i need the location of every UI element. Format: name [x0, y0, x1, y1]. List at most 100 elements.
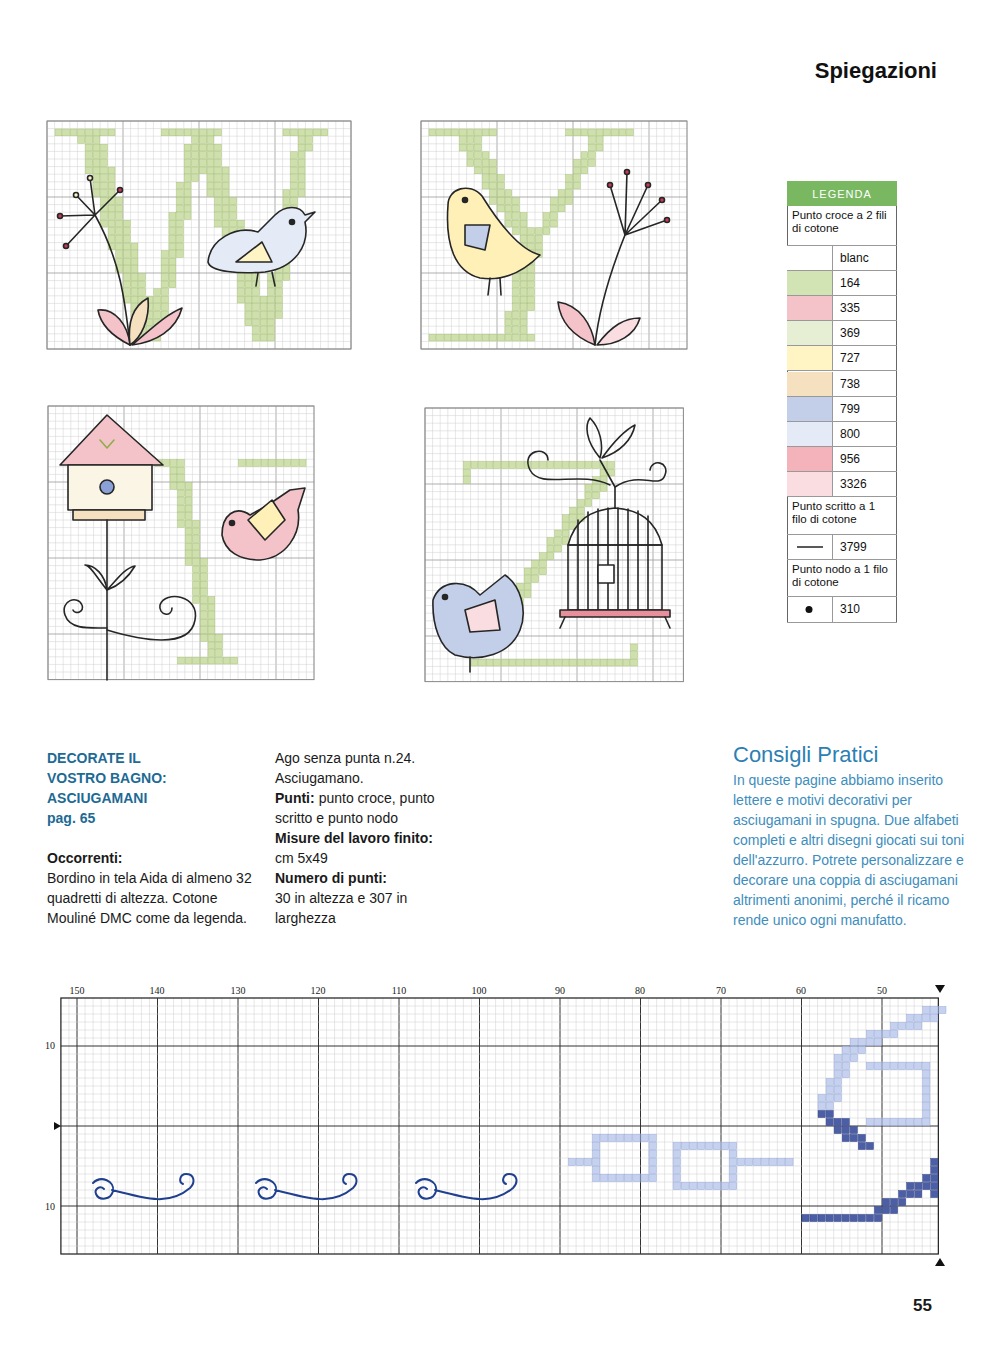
cross-stitch — [139, 273, 146, 280]
stitched-cells — [568, 1006, 946, 1189]
cross-stitch — [116, 213, 123, 220]
cross-stitch — [185, 558, 192, 565]
scale-number: 10 — [45, 1040, 55, 1052]
cross-stitch — [199, 137, 206, 144]
cross-stitch — [429, 129, 436, 136]
cross-stitch — [570, 507, 577, 514]
cross-stitch — [161, 304, 168, 311]
cross-stitch — [108, 205, 115, 212]
cross-stitch — [292, 460, 299, 467]
grid-line — [421, 326, 687, 327]
cross-stitch — [108, 182, 115, 189]
cross-stitch — [170, 467, 177, 474]
scale-number: 110 — [384, 985, 414, 997]
roof-heart — [100, 440, 114, 448]
cross-stitch — [520, 319, 527, 326]
cross-stitch — [169, 129, 176, 136]
cross-stitch — [161, 266, 168, 273]
cross-stitch — [486, 462, 493, 469]
grid-line — [421, 159, 687, 160]
cross-stitch — [566, 182, 573, 189]
cross-stitch — [245, 281, 252, 288]
cross-stitch — [200, 604, 207, 611]
cross-stitch — [528, 296, 535, 303]
flower-branches — [610, 172, 667, 235]
cross-stitch — [275, 311, 282, 318]
cross-stitch — [452, 129, 459, 136]
cross-stitch — [306, 144, 313, 151]
cross-stitch — [649, 1174, 656, 1181]
cross-stitch — [907, 1182, 914, 1189]
cross-stitch — [834, 1086, 841, 1093]
cross-stitch — [608, 462, 615, 469]
cross-stitch — [93, 167, 100, 174]
cross-stitch — [444, 334, 451, 341]
cross-stitch — [850, 1214, 857, 1221]
bird-eye — [230, 521, 235, 526]
cross-stitch — [562, 515, 569, 522]
cross-stitch — [505, 319, 512, 326]
grid-line — [61, 1054, 938, 1055]
cross-stitch — [899, 1118, 906, 1125]
cross-stitch — [589, 159, 596, 166]
cross-stitch — [589, 137, 596, 144]
page-reference: pag. 65 — [47, 808, 252, 828]
cross-stitch — [826, 1118, 833, 1125]
cross-stitch — [475, 334, 482, 341]
cross-stitch — [858, 1142, 865, 1149]
cross-stitch — [593, 484, 600, 491]
cross-stitch — [558, 190, 565, 197]
cross-stitch — [923, 1086, 930, 1093]
cross-stitch — [199, 167, 206, 174]
cross-stitch — [200, 619, 207, 626]
cross-stitch — [501, 659, 508, 666]
cross-stitch — [108, 220, 115, 227]
cross-stitch — [577, 500, 584, 507]
cross-stitch — [566, 197, 573, 204]
cross-stitch — [123, 220, 130, 227]
cross-stitch — [131, 243, 138, 250]
legend-code: 727 — [840, 346, 860, 370]
chart-grids — [47, 121, 946, 1254]
cross-stitch — [482, 334, 489, 341]
cross-stitch — [532, 560, 539, 567]
cross-stitch — [101, 129, 108, 136]
cross-stitch — [177, 243, 184, 250]
legend-row: 369 — [787, 321, 897, 346]
cross-stitch — [161, 296, 168, 303]
cross-stitch — [200, 589, 207, 596]
grid-line — [47, 166, 351, 167]
cross-stitch — [513, 220, 520, 227]
cross-stitch — [681, 1182, 688, 1189]
cross-stitch — [291, 152, 298, 159]
grid-line — [61, 1078, 938, 1079]
cross-stitch — [200, 596, 207, 603]
cross-stitch — [497, 334, 504, 341]
legend-sample — [787, 597, 832, 622]
leaf — [597, 318, 640, 345]
cross-stitch — [568, 1158, 575, 1165]
leaf — [602, 425, 635, 458]
grid-line — [61, 1086, 938, 1087]
cross-stitch — [215, 152, 222, 159]
cross-stitch — [899, 1190, 906, 1197]
cross-stitch — [184, 144, 191, 151]
cage-base — [560, 610, 670, 617]
grid-line — [47, 181, 351, 182]
flower-bud — [608, 183, 613, 188]
grid-line — [61, 1158, 938, 1159]
cross-stitch — [842, 1046, 849, 1053]
legend-row: 738 — [787, 372, 897, 397]
cross-stitch — [524, 591, 531, 598]
grid-line — [425, 514, 683, 515]
cross-stitch — [216, 642, 223, 649]
cross-stitch — [915, 1182, 922, 1189]
legend-section: Punto croce a 2 fili di cotone — [787, 206, 897, 246]
cross-stitch — [915, 1022, 922, 1029]
cross-stitch — [268, 319, 275, 326]
flower-stem — [95, 215, 130, 345]
cross-stitch — [850, 1038, 857, 1045]
cross-stitch — [260, 327, 267, 334]
cross-stitch — [284, 460, 291, 467]
cross-stitch — [178, 475, 185, 482]
